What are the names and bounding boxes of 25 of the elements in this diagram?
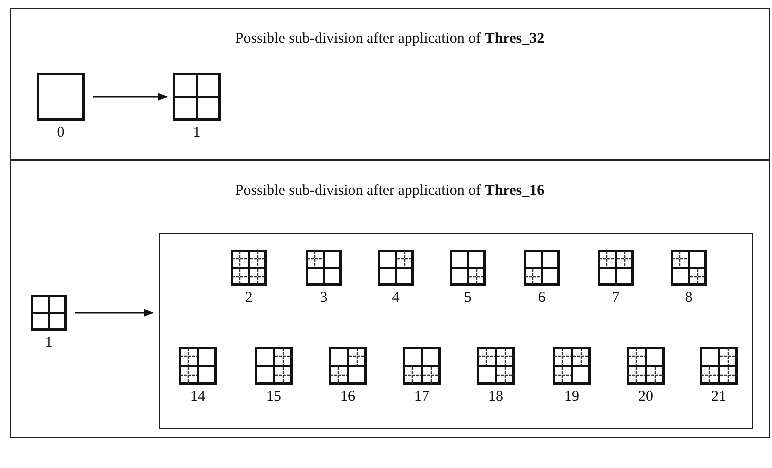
- block-number: 4: [391, 290, 401, 306]
- block-number: 14: [190, 389, 206, 405]
- panel-title: Possible sub-division after application of Thres_16: [235, 183, 545, 200]
- block-number: 7: [611, 290, 621, 306]
- block-number: 21: [710, 389, 728, 405]
- block-number: 15: [266, 389, 282, 405]
- block-number: 5: [463, 290, 473, 306]
- block-number: 8: [684, 290, 694, 306]
- block-number: 20: [638, 389, 654, 405]
- block-number: 17: [414, 389, 430, 405]
- block-number: 1: [44, 335, 54, 351]
- block-number: 3: [319, 290, 329, 306]
- panel: [10, 8, 770, 160]
- block-number: 2: [244, 290, 254, 306]
- block-number: 16: [340, 389, 356, 405]
- arrow: [75, 309, 154, 317]
- block-number: 6: [537, 290, 547, 306]
- block-number: 0: [56, 125, 66, 141]
- group-frame: [159, 233, 753, 429]
- arrow: [93, 93, 168, 101]
- panel: [10, 160, 770, 438]
- block-number: 1: [192, 125, 202, 141]
- block-number: 18: [488, 389, 504, 405]
- panel-title: Possible sub-division after application of Thres_32: [235, 31, 545, 48]
- block-number: 19: [564, 389, 580, 405]
